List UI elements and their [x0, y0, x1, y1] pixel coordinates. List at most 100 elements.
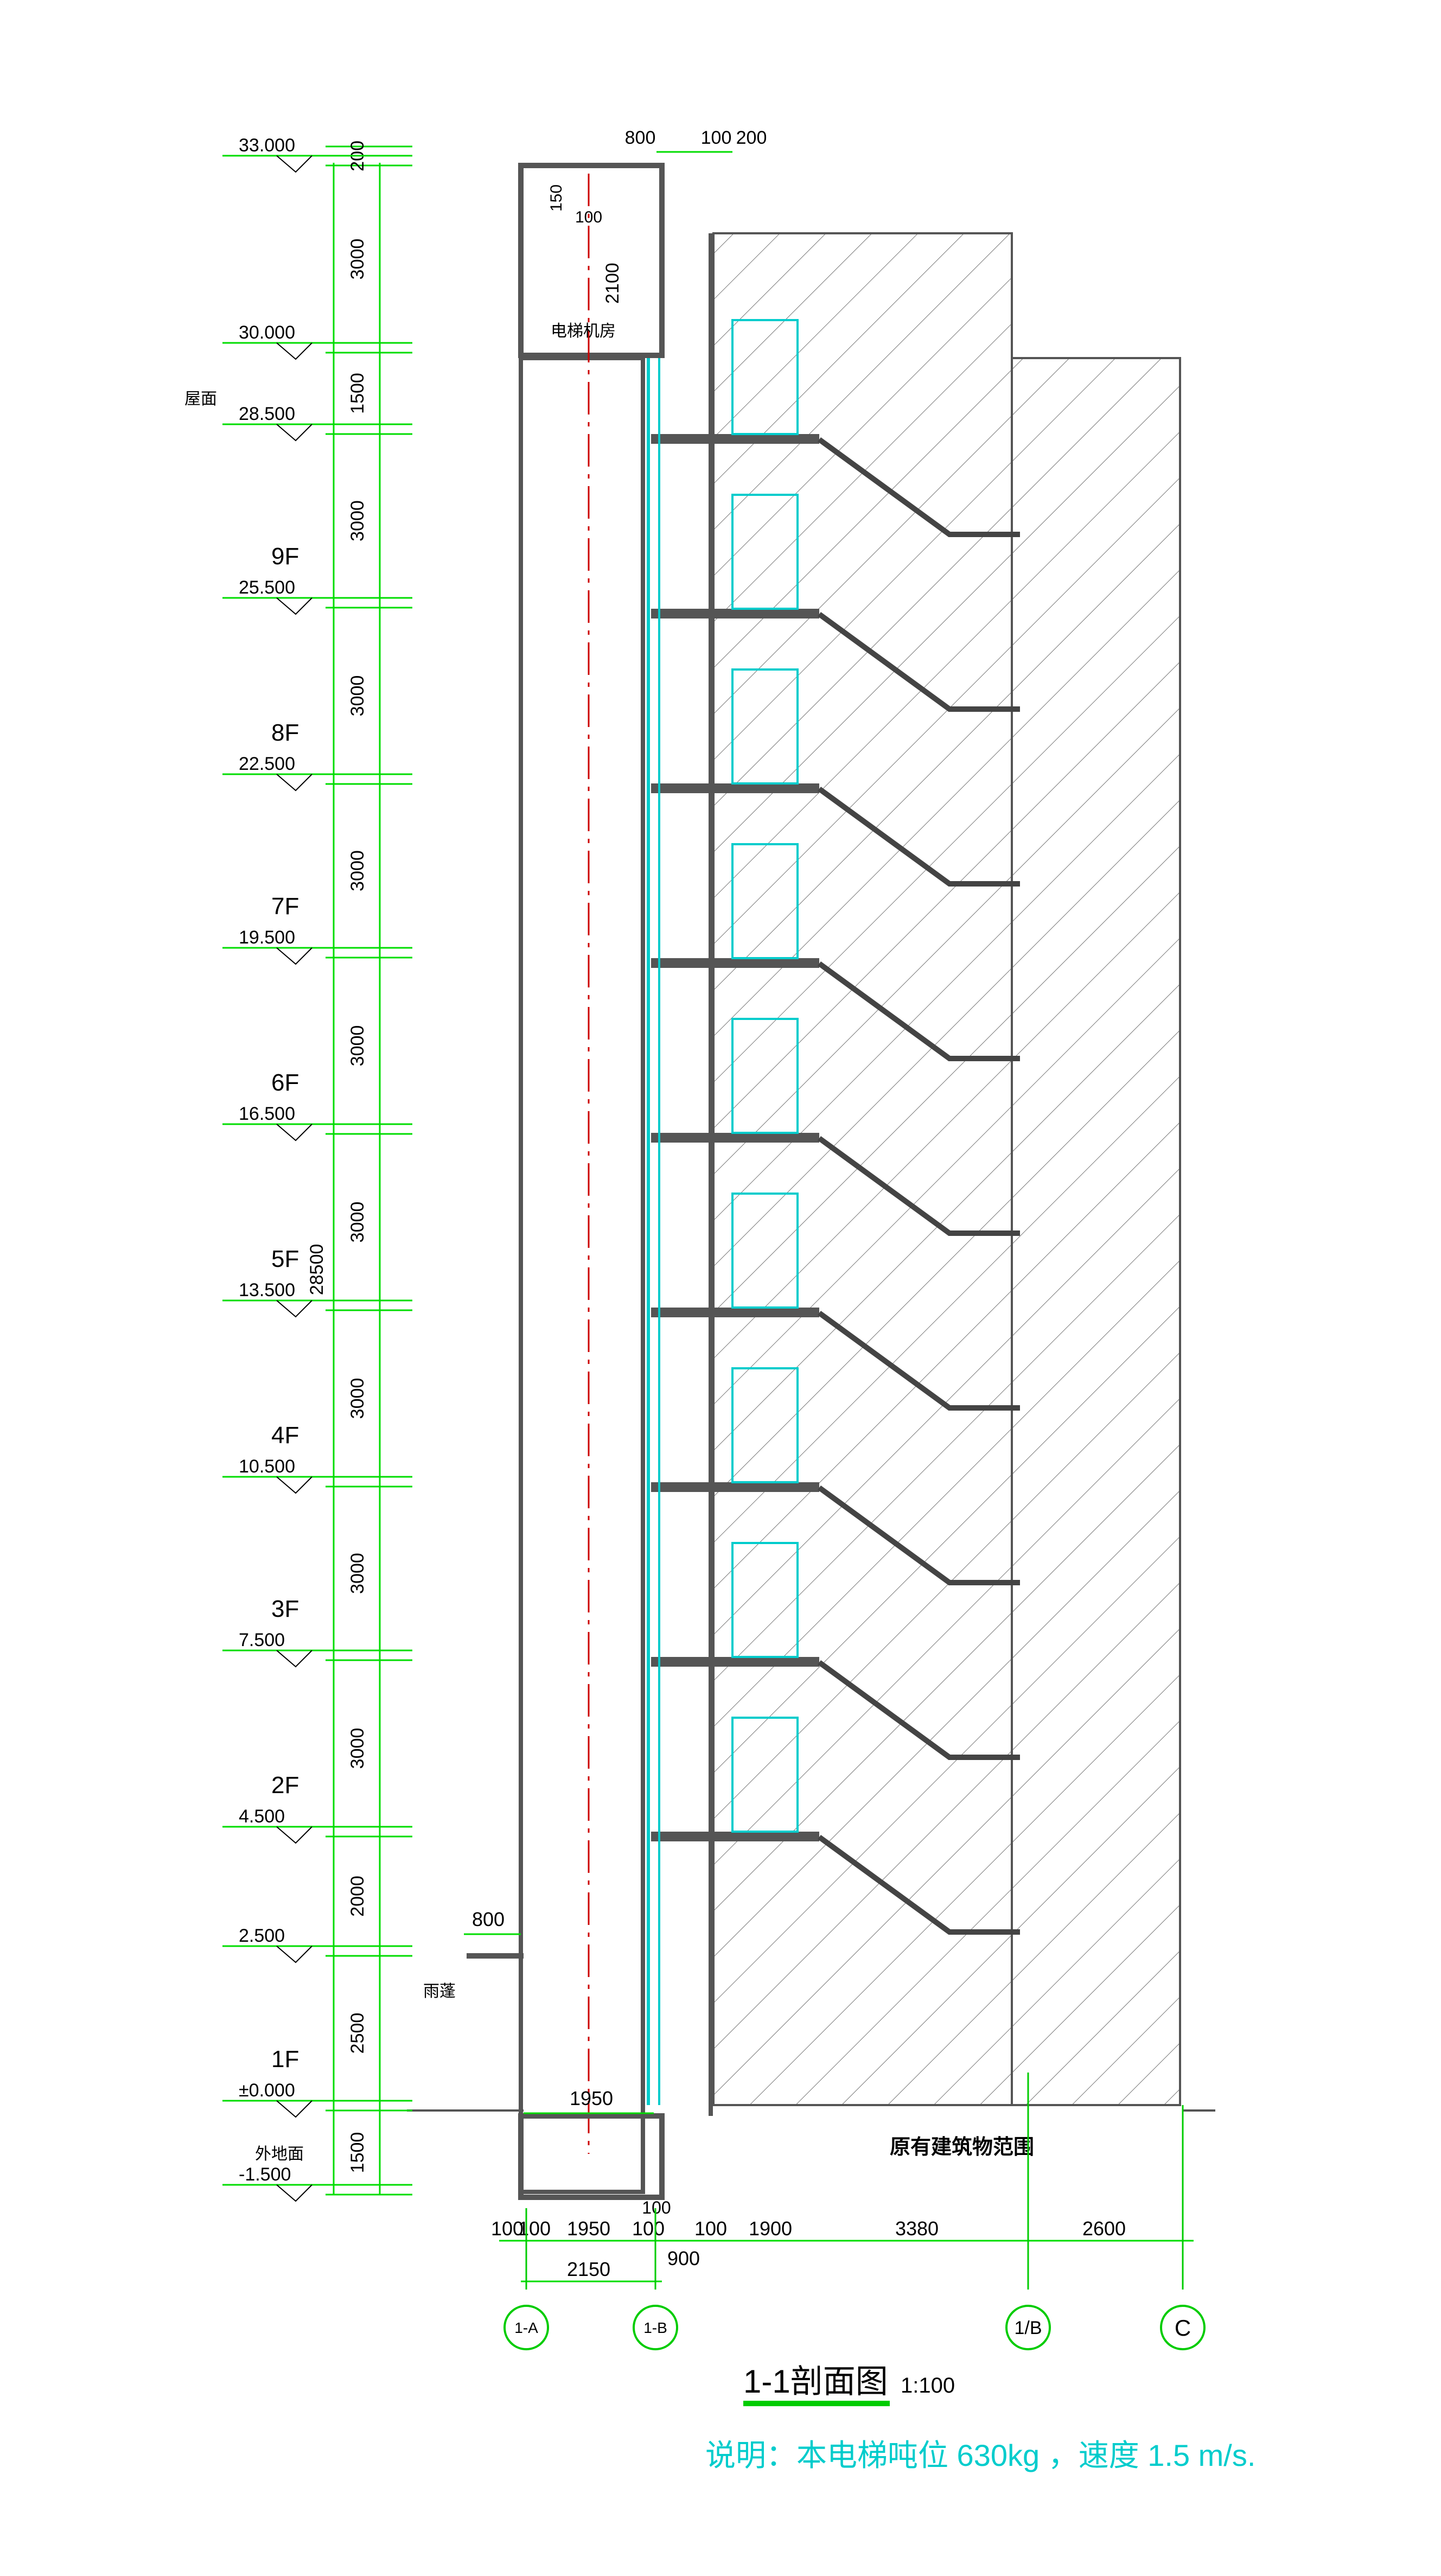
landing-slab [651, 1657, 819, 1667]
axis-1A: 1-A [514, 2319, 538, 2336]
landing-slab [651, 1133, 819, 1143]
vertical-dimension: 3000 [347, 1378, 368, 1419]
roof-label: 屋面 [184, 390, 217, 408]
elevation-label: 7.500 [239, 1630, 285, 1650]
bottom-dimension: 100 [491, 2217, 524, 2240]
stair-flight [818, 961, 1020, 1061]
bottom-dimension: 1900 [749, 2217, 792, 2240]
canopy-dimension: 800 [472, 1908, 505, 1930]
elevation-label: 16.500 [239, 1104, 295, 1124]
vertical-dimension: 3000 [347, 1553, 368, 1594]
title-underline [743, 2401, 890, 2406]
stair-flight [818, 1485, 1020, 1585]
elevation-label: 19.500 [239, 927, 295, 948]
bottom-dimension: 1950 [567, 2217, 610, 2240]
stair-flights [651, 319, 1020, 1935]
door-opening [731, 1717, 799, 1833]
elevation-label: 4.500 [239, 1806, 285, 1827]
elevation-label: 13.500 [239, 1280, 295, 1300]
floor-label: 6F [271, 1069, 299, 1096]
door-opening [731, 319, 799, 435]
bottom-dimension: 100 [632, 2217, 665, 2240]
floor-label: 4F [271, 1422, 299, 1449]
floor-label: 3F [271, 1596, 299, 1622]
vertical-dimension: 2000 [347, 1876, 368, 1917]
elevation-label: 2.500 [239, 1925, 285, 1946]
existing-building-zone [712, 232, 1181, 2106]
stair-flight [818, 611, 1020, 712]
door-opening [731, 843, 799, 959]
vertical-dimension: 1500 [347, 2132, 368, 2173]
machine-room-dimension: 2100 [602, 263, 623, 304]
pit-dimension: 100 [642, 2198, 671, 2217]
bottom-dimension: 3380 [895, 2217, 939, 2240]
stair-flight [818, 1660, 1020, 1760]
landing-slab [651, 434, 819, 444]
elevation-label: ±0.000 [239, 2080, 295, 2101]
pit-dimension: 1950 [570, 2087, 613, 2109]
stair-flight [818, 1310, 1020, 1411]
door-opening [731, 1018, 799, 1134]
door-opening [731, 1193, 799, 1309]
door-opening [731, 1367, 799, 1483]
vertical-dimension: 3000 [347, 1728, 368, 1769]
elevation-markers: 33.000 30.000 28.500 25.500 9F 22.500 8F 19.500… [222, 135, 412, 2202]
landing-slab [651, 609, 819, 619]
drawing-title: 1-1剖面图 [743, 2363, 888, 2400]
elevation-label: -1.500 [239, 2164, 291, 2185]
machine-room-dimension: 150 [547, 184, 565, 212]
elevation-label: 28.500 [239, 404, 295, 424]
floor-label: 1F [271, 2046, 299, 2073]
vertical-dimension: 3000 [347, 850, 368, 891]
floor-label: 7F [271, 893, 299, 920]
stair-flight [818, 437, 1020, 537]
drawing-scale: 1:100 [901, 2374, 955, 2398]
bottom-total-dimension: 2150 [567, 2258, 610, 2280]
canopy-label: 雨蓬 [423, 1982, 456, 2000]
axis-markers: 1-A 1-B 1/B C [503, 2073, 1206, 2350]
top-dimension: 800 [625, 127, 656, 148]
vertical-dimension: 3000 [347, 500, 368, 541]
door-opening [731, 494, 799, 610]
elevator-note: 说明：本电梯吨位 630kg ，速度 1.5 m/s. [705, 2438, 1255, 2472]
elevation-label: 22.500 [239, 754, 295, 774]
landing-slab [651, 783, 819, 793]
door-opening [731, 1542, 799, 1658]
stair-flight [818, 1834, 1020, 1935]
stair-flight [818, 786, 1020, 887]
machine-room-label: 电梯机房 [551, 322, 616, 340]
outdoor-ground-label: 外地面 [255, 2145, 304, 2163]
vertical-dimension: 3000 [347, 1025, 368, 1067]
total-height-dimension: 28500 [307, 1244, 327, 1296]
dimension-lines: 200 3000 1500 3000 3000 3000 3000 3000 3000 3000 3… [307, 127, 1194, 2282]
landing-slab [651, 1832, 819, 1841]
elevation-label: 33.000 [239, 135, 295, 156]
vertical-dimension: 3000 [347, 239, 368, 280]
elevation-label: 10.500 [239, 1456, 295, 1477]
landing-slab [651, 958, 819, 968]
floor-label: 5F [271, 1246, 299, 1272]
bottom-dimension: 100 [694, 2217, 727, 2240]
bottom-dimension: 100 [518, 2217, 551, 2240]
existing-building-label: 原有建筑物范围 [890, 2136, 1034, 2159]
vertical-dimension: 3000 [347, 1202, 368, 1243]
floor-label: 9F [271, 543, 299, 570]
floor-label: 8F [271, 719, 299, 746]
vertical-dimension: 3000 [347, 675, 368, 717]
landing-slab [651, 1482, 819, 1492]
axis-1-slash-B: 1/B [1014, 2318, 1042, 2338]
bottom-dimension: 2600 [1082, 2217, 1126, 2240]
elevation-label: 30.000 [239, 322, 295, 343]
machine-room-dimension: 100 [575, 208, 602, 226]
bottom-total-dimension: 900 [667, 2247, 700, 2269]
stair-flight [818, 1136, 1020, 1236]
elevator-shaft [407, 163, 1215, 2200]
landing-slab [651, 1308, 819, 1317]
elevation-label: 25.500 [239, 577, 295, 598]
vertical-dimension: 2500 [347, 2013, 368, 2054]
top-dimension: 200 [736, 127, 767, 148]
door-opening [731, 668, 799, 785]
floor-label: 2F [271, 1772, 299, 1799]
axis-C: C [1175, 2315, 1191, 2341]
